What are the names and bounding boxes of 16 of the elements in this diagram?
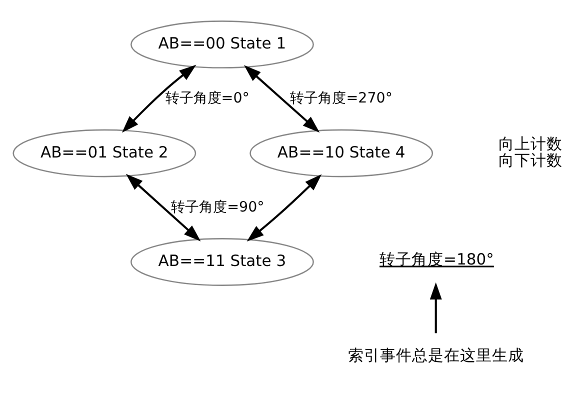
node-ellipse: AB==01 State 2 [12,128,196,177]
edge-label: 转子角度=270° [290,90,392,106]
label: 向上计数 [498,134,562,152]
arrow [122,64,196,132]
arrow [430,282,442,333]
node-ellipse: AB==11 State 3 [130,238,314,286]
label: 向下计数 [498,151,562,170]
edge-label: 转子角度=90° [171,198,264,215]
node-ellipse: AB==00 State 1 [130,20,314,68]
arrow [246,174,322,241]
arrow [126,173,201,241]
node-text: 索引事件总是在这里生成 [348,346,524,364]
arrow [244,64,320,132]
edge-label: 转子角度=0° [165,90,250,106]
node-ellipse: AB==10 State 4 [250,128,434,177]
node-text: 转子角度=180° [380,250,494,268]
